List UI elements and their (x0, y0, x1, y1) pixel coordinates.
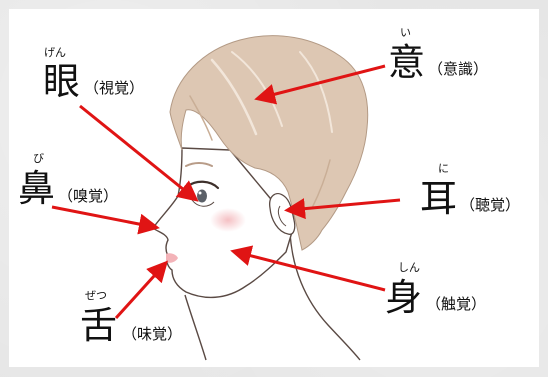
cheek-blush (210, 208, 246, 232)
eyebrow (185, 162, 213, 167)
ear-reading: に (438, 162, 449, 175)
hair-strand (311, 159, 331, 209)
lips (166, 253, 178, 263)
body-reading: しん (398, 261, 420, 274)
arrow-ear (284, 198, 401, 220)
neck-back-line (289, 231, 361, 361)
neck-front-line (184, 294, 207, 361)
nose-reading: び (33, 152, 44, 165)
body-kanji: 身 (385, 276, 422, 319)
arrow-eye (79, 104, 199, 202)
nose-kanji: 鼻 (18, 167, 55, 210)
ear-sense: （聴覚） (460, 196, 521, 214)
mind-reading: い (400, 26, 411, 39)
mind-kanji: 意 (388, 41, 425, 84)
hair-strand (210, 58, 258, 136)
eye-kanji: 眼 (43, 60, 80, 103)
ear-kanji: 耳 (420, 177, 457, 220)
iris (197, 189, 207, 203)
tongue-kanji: 舌 (80, 304, 117, 347)
arrow-mind (254, 64, 386, 105)
mind-sense: （意識） (428, 60, 489, 78)
body-sense: （触覚） (426, 295, 487, 313)
arrow-tongue (114, 260, 169, 320)
arrow-body (230, 245, 386, 292)
nose-sense: （嗅覚） (58, 187, 119, 205)
tongue-sense: （味覚） (122, 325, 183, 343)
arrow-nose (51, 205, 160, 235)
hair-strand (299, 51, 333, 133)
hair-strand (189, 95, 213, 141)
tongue-reading: ぜつ (85, 289, 107, 302)
eye-sense: （視覚） (84, 79, 145, 97)
eye-highlight (198, 191, 202, 195)
eye-reading: げん (44, 46, 66, 59)
ear-inner (277, 205, 287, 227)
